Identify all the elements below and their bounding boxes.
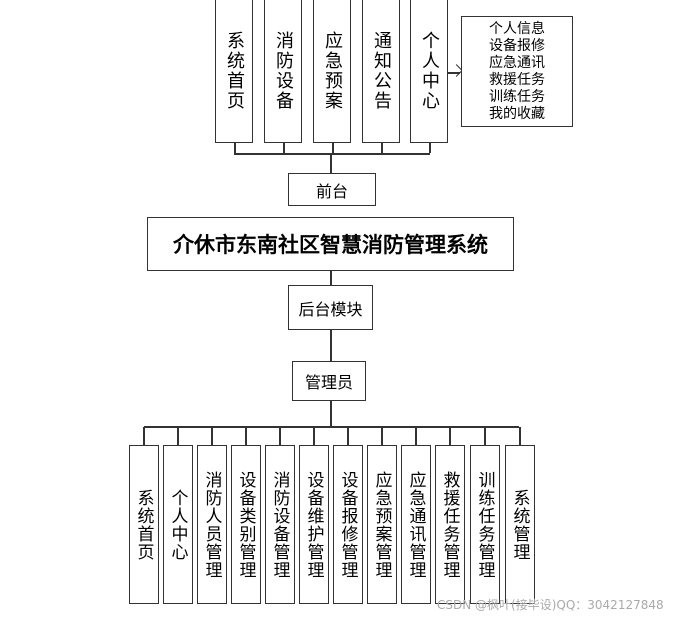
personal-center-item: 个人信息 bbox=[489, 20, 545, 37]
admin-label: 管理员 bbox=[304, 373, 353, 392]
back-module-box: 个人中心 bbox=[163, 445, 193, 604]
back-module-label: 消防设备管理 bbox=[269, 470, 290, 579]
back-module-connector bbox=[484, 427, 486, 446]
front-module-box: 系统首页 bbox=[215, 0, 253, 143]
front-module-box: 个人中心 bbox=[410, 0, 448, 143]
title-to-back-line bbox=[330, 271, 332, 285]
back-module-connector bbox=[279, 427, 281, 446]
front-module-box: 通知公告 bbox=[362, 0, 400, 143]
back-module-label: 训练任务管理 bbox=[474, 470, 495, 579]
back-module-box: 系统首页 bbox=[129, 445, 159, 604]
front-module-connector bbox=[429, 143, 431, 153]
back-to-admin-line bbox=[330, 330, 332, 361]
front-module-connector bbox=[234, 143, 236, 153]
back-module-connector bbox=[177, 427, 179, 446]
front-box: 前台 bbox=[288, 173, 376, 206]
back-module-box: 系统管理 bbox=[505, 445, 535, 604]
back-module-connector bbox=[519, 427, 521, 446]
front-module-connector bbox=[283, 143, 285, 153]
back-module-label: 个人中心 bbox=[167, 488, 188, 561]
back-module-box: 应急预案管理 bbox=[367, 445, 397, 604]
system-title-box: 介休市东南社区智慧消防管理系统 bbox=[147, 217, 514, 271]
front-label: 前台 bbox=[315, 181, 348, 201]
back-module-connector bbox=[313, 427, 315, 446]
back-module-label: 消防人员管理 bbox=[201, 470, 222, 579]
front-module-connector bbox=[381, 143, 383, 153]
back-module-connector bbox=[211, 427, 213, 446]
back-module-box: 设备报修管理 bbox=[333, 445, 363, 604]
front-module-connector bbox=[332, 143, 334, 153]
admin-stem bbox=[330, 401, 332, 427]
front-module-label: 系统首页 bbox=[224, 30, 245, 111]
front-stem bbox=[330, 153, 332, 173]
front-module-label: 消防设备 bbox=[273, 30, 294, 111]
personal-center-item: 我的收藏 bbox=[489, 105, 545, 122]
back-module-connector bbox=[143, 427, 145, 446]
back-module-box: 训练任务管理 bbox=[470, 445, 500, 604]
back-module-label: 设备报修管理 bbox=[337, 470, 358, 579]
system-title: 介休市东南社区智慧消防管理系统 bbox=[173, 233, 488, 257]
arrow-line bbox=[448, 72, 460, 74]
personal-center-detail-box: 个人信息设备报修应急通讯救援任务训练任务我的收藏 bbox=[461, 16, 573, 127]
back-module-label: 系统首页 bbox=[133, 488, 154, 561]
admin-box: 管理员 bbox=[292, 361, 366, 401]
front-module-label: 个人中心 bbox=[419, 30, 440, 111]
front-connector bbox=[234, 153, 430, 155]
personal-center-item: 应急通讯 bbox=[489, 54, 545, 71]
watermark: CSDN @枫叶(接毕设)QQ：3042127848 bbox=[437, 598, 664, 612]
back-module-box: 消防设备管理 bbox=[265, 445, 295, 604]
back-module-label: 系统管理 bbox=[509, 488, 530, 561]
back-box: 后台模块 bbox=[288, 285, 373, 330]
personal-center-item: 设备报修 bbox=[489, 37, 545, 54]
back-module-box: 救援任务管理 bbox=[435, 445, 465, 604]
back-module-box: 应急通讯管理 bbox=[401, 445, 431, 604]
back-module-label: 救援任务管理 bbox=[439, 470, 460, 579]
back-module-label: 应急预案管理 bbox=[371, 470, 392, 579]
personal-center-item: 救援任务 bbox=[489, 71, 545, 88]
front-module-box: 应急预案 bbox=[313, 0, 351, 143]
back-module-label: 应急通讯管理 bbox=[405, 470, 426, 579]
back-module-box: 设备类别管理 bbox=[231, 445, 261, 604]
front-module-label: 通知公告 bbox=[371, 30, 392, 111]
back-module-connector bbox=[381, 427, 383, 446]
back-module-connector bbox=[449, 427, 451, 446]
personal-center-item: 训练任务 bbox=[489, 88, 545, 105]
front-module-box: 消防设备 bbox=[264, 0, 302, 143]
back-module-connector bbox=[347, 427, 349, 446]
back-module-label: 设备维护管理 bbox=[303, 470, 324, 579]
front-module-label: 应急预案 bbox=[322, 30, 343, 111]
back-module-box: 设备维护管理 bbox=[299, 445, 329, 604]
back-connector bbox=[144, 426, 519, 428]
back-label: 后台模块 bbox=[298, 299, 363, 319]
back-module-box: 消防人员管理 bbox=[197, 445, 227, 604]
back-module-connector bbox=[415, 427, 417, 446]
back-module-label: 设备类别管理 bbox=[235, 470, 256, 579]
back-module-connector bbox=[245, 427, 247, 446]
